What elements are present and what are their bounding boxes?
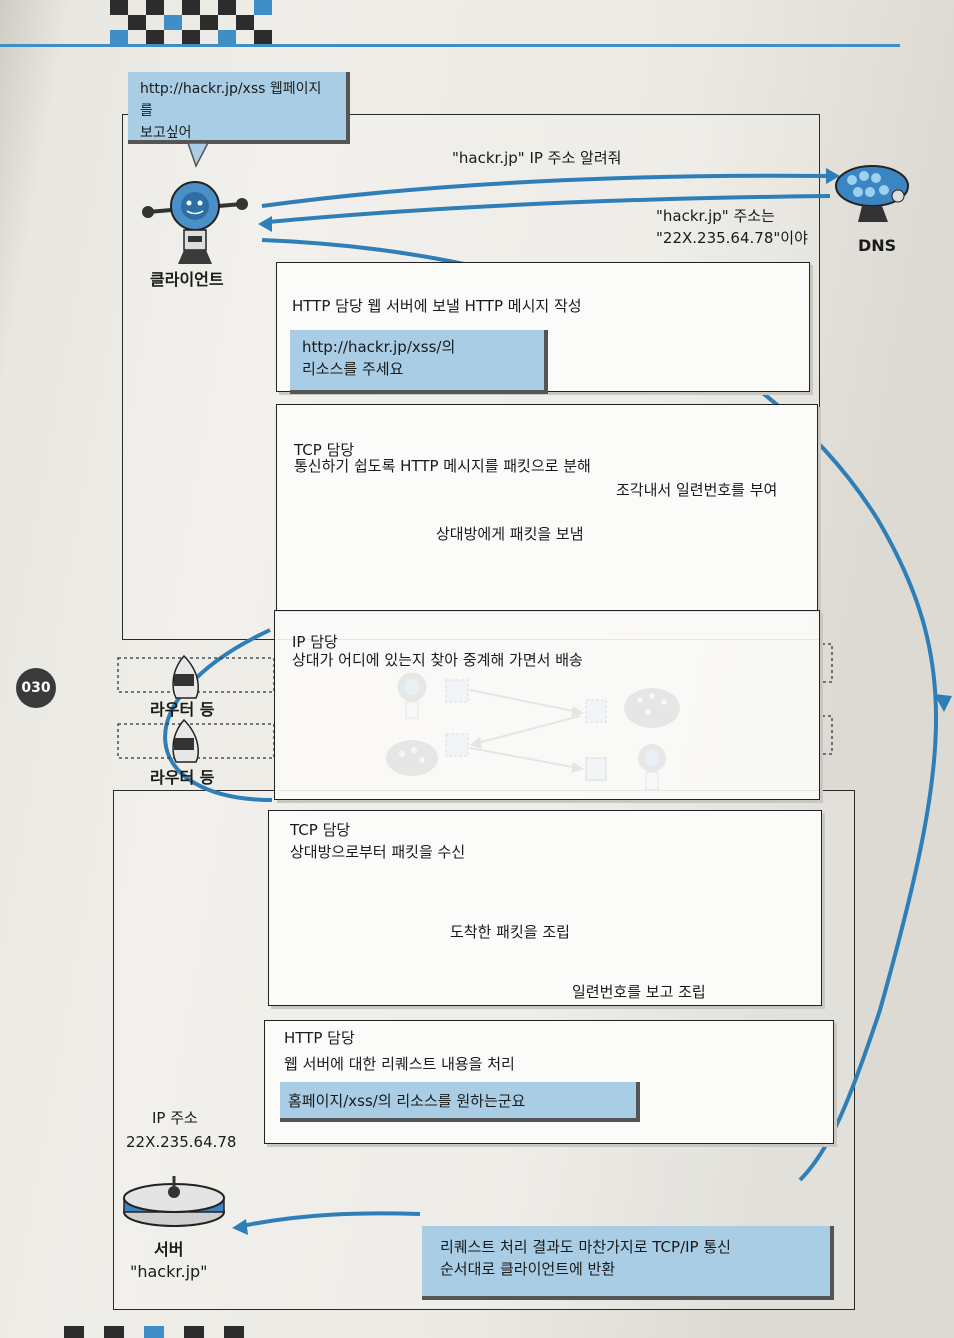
tcp-client-title: TCP 담당 <box>294 441 355 459</box>
server-ip-value: 22X.235.64.78 <box>126 1133 237 1151</box>
ip-title: IP 담당 <box>292 633 338 651</box>
speech-bubble-line2: 보고싶어 <box>140 125 192 141</box>
dns-query-label: "hackr.jp" IP 주소 알려줘 <box>452 149 622 167</box>
router-icon <box>172 718 199 763</box>
return-note: 리퀘스트 처리 결과도 마찬가지로 TCP/IP 통신 순서대로 클라이언트에 … <box>422 1226 834 1300</box>
dns-answer-line1: "hackr.jp" 주소는 <box>656 207 775 225</box>
dns-icon <box>835 165 909 222</box>
client-label: 클라이언트 <box>150 270 224 289</box>
tcp-client-box <box>276 404 818 612</box>
bottom-checker-decoration <box>0 1320 954 1338</box>
http-server-title: HTTP 담당 <box>284 1029 355 1047</box>
tcp-server-by-number: 일련번호를 보고 조립 <box>572 983 706 1001</box>
server-label: 서버 <box>154 1240 184 1259</box>
client-robot-icon <box>142 181 248 264</box>
http-server-message: 홈페이지/xss/의 리소스를 원하는군요 <box>280 1082 640 1122</box>
http-client-msg-line1: http://hackr.jp/xss/의 <box>302 338 456 356</box>
tcp-server-title: TCP 담당 <box>290 821 351 839</box>
tcp-server-box <box>268 810 822 1006</box>
tcp-client-desc: 통신하기 쉽도록 HTTP 메시지를 패킷으로 분해 <box>294 457 591 475</box>
http-client-message: http://hackr.jp/xss/의 리소스를 주세요 <box>290 330 548 394</box>
dns-answer-line2: "22X.235.64.78"이야 <box>656 229 808 247</box>
tcp-client-numbering: 조각내서 일련번호를 부여 <box>616 481 778 499</box>
ip-box <box>274 610 820 800</box>
speech-bubble-line1: http://hackr.jp/xss 웹페이지를 <box>140 81 322 119</box>
tcp-client-send: 상대방에게 패킷을 보냄 <box>436 525 584 543</box>
http-server-msg-text: 홈페이지/xss/의 리소스를 원하는군요 <box>288 1092 526 1110</box>
server-icon <box>123 1176 225 1227</box>
ip-desc: 상대가 어디에 있는지 찾아 중계해 가면서 배송 <box>292 651 583 669</box>
tcp-server-desc: 상대방으로부터 패킷을 수신 <box>290 843 466 861</box>
return-note-line2: 순서대로 클라이언트에 반환 <box>440 1260 616 1278</box>
http-client-title: HTTP 담당 웹 서버에 보낼 HTTP 메시지 작성 <box>292 297 582 315</box>
server-name: "hackr.jp" <box>130 1262 208 1281</box>
speech-bubble: http://hackr.jp/xss 웹페이지를 보고싶어 <box>128 72 350 144</box>
page-number-badge: 030 <box>16 668 56 708</box>
dns-label: DNS <box>858 236 897 255</box>
router-label-2: 라우터 등 <box>150 768 215 787</box>
top-rule <box>0 44 900 47</box>
return-note-line1: 리퀘스트 처리 결과도 마찬가지로 TCP/IP 통신 <box>440 1238 731 1256</box>
tcp-server-assemble: 도착한 패킷을 조립 <box>450 923 570 941</box>
router-label-1: 라우터 등 <box>150 700 215 719</box>
router-icon <box>172 654 199 699</box>
http-server-desc: 웹 서버에 대한 리퀘스트 내용을 처리 <box>284 1055 515 1073</box>
checker-decoration <box>110 0 290 45</box>
server-ip-label: IP 주소 <box>152 1109 198 1127</box>
http-client-msg-line2: 리소스를 주세요 <box>302 360 404 378</box>
